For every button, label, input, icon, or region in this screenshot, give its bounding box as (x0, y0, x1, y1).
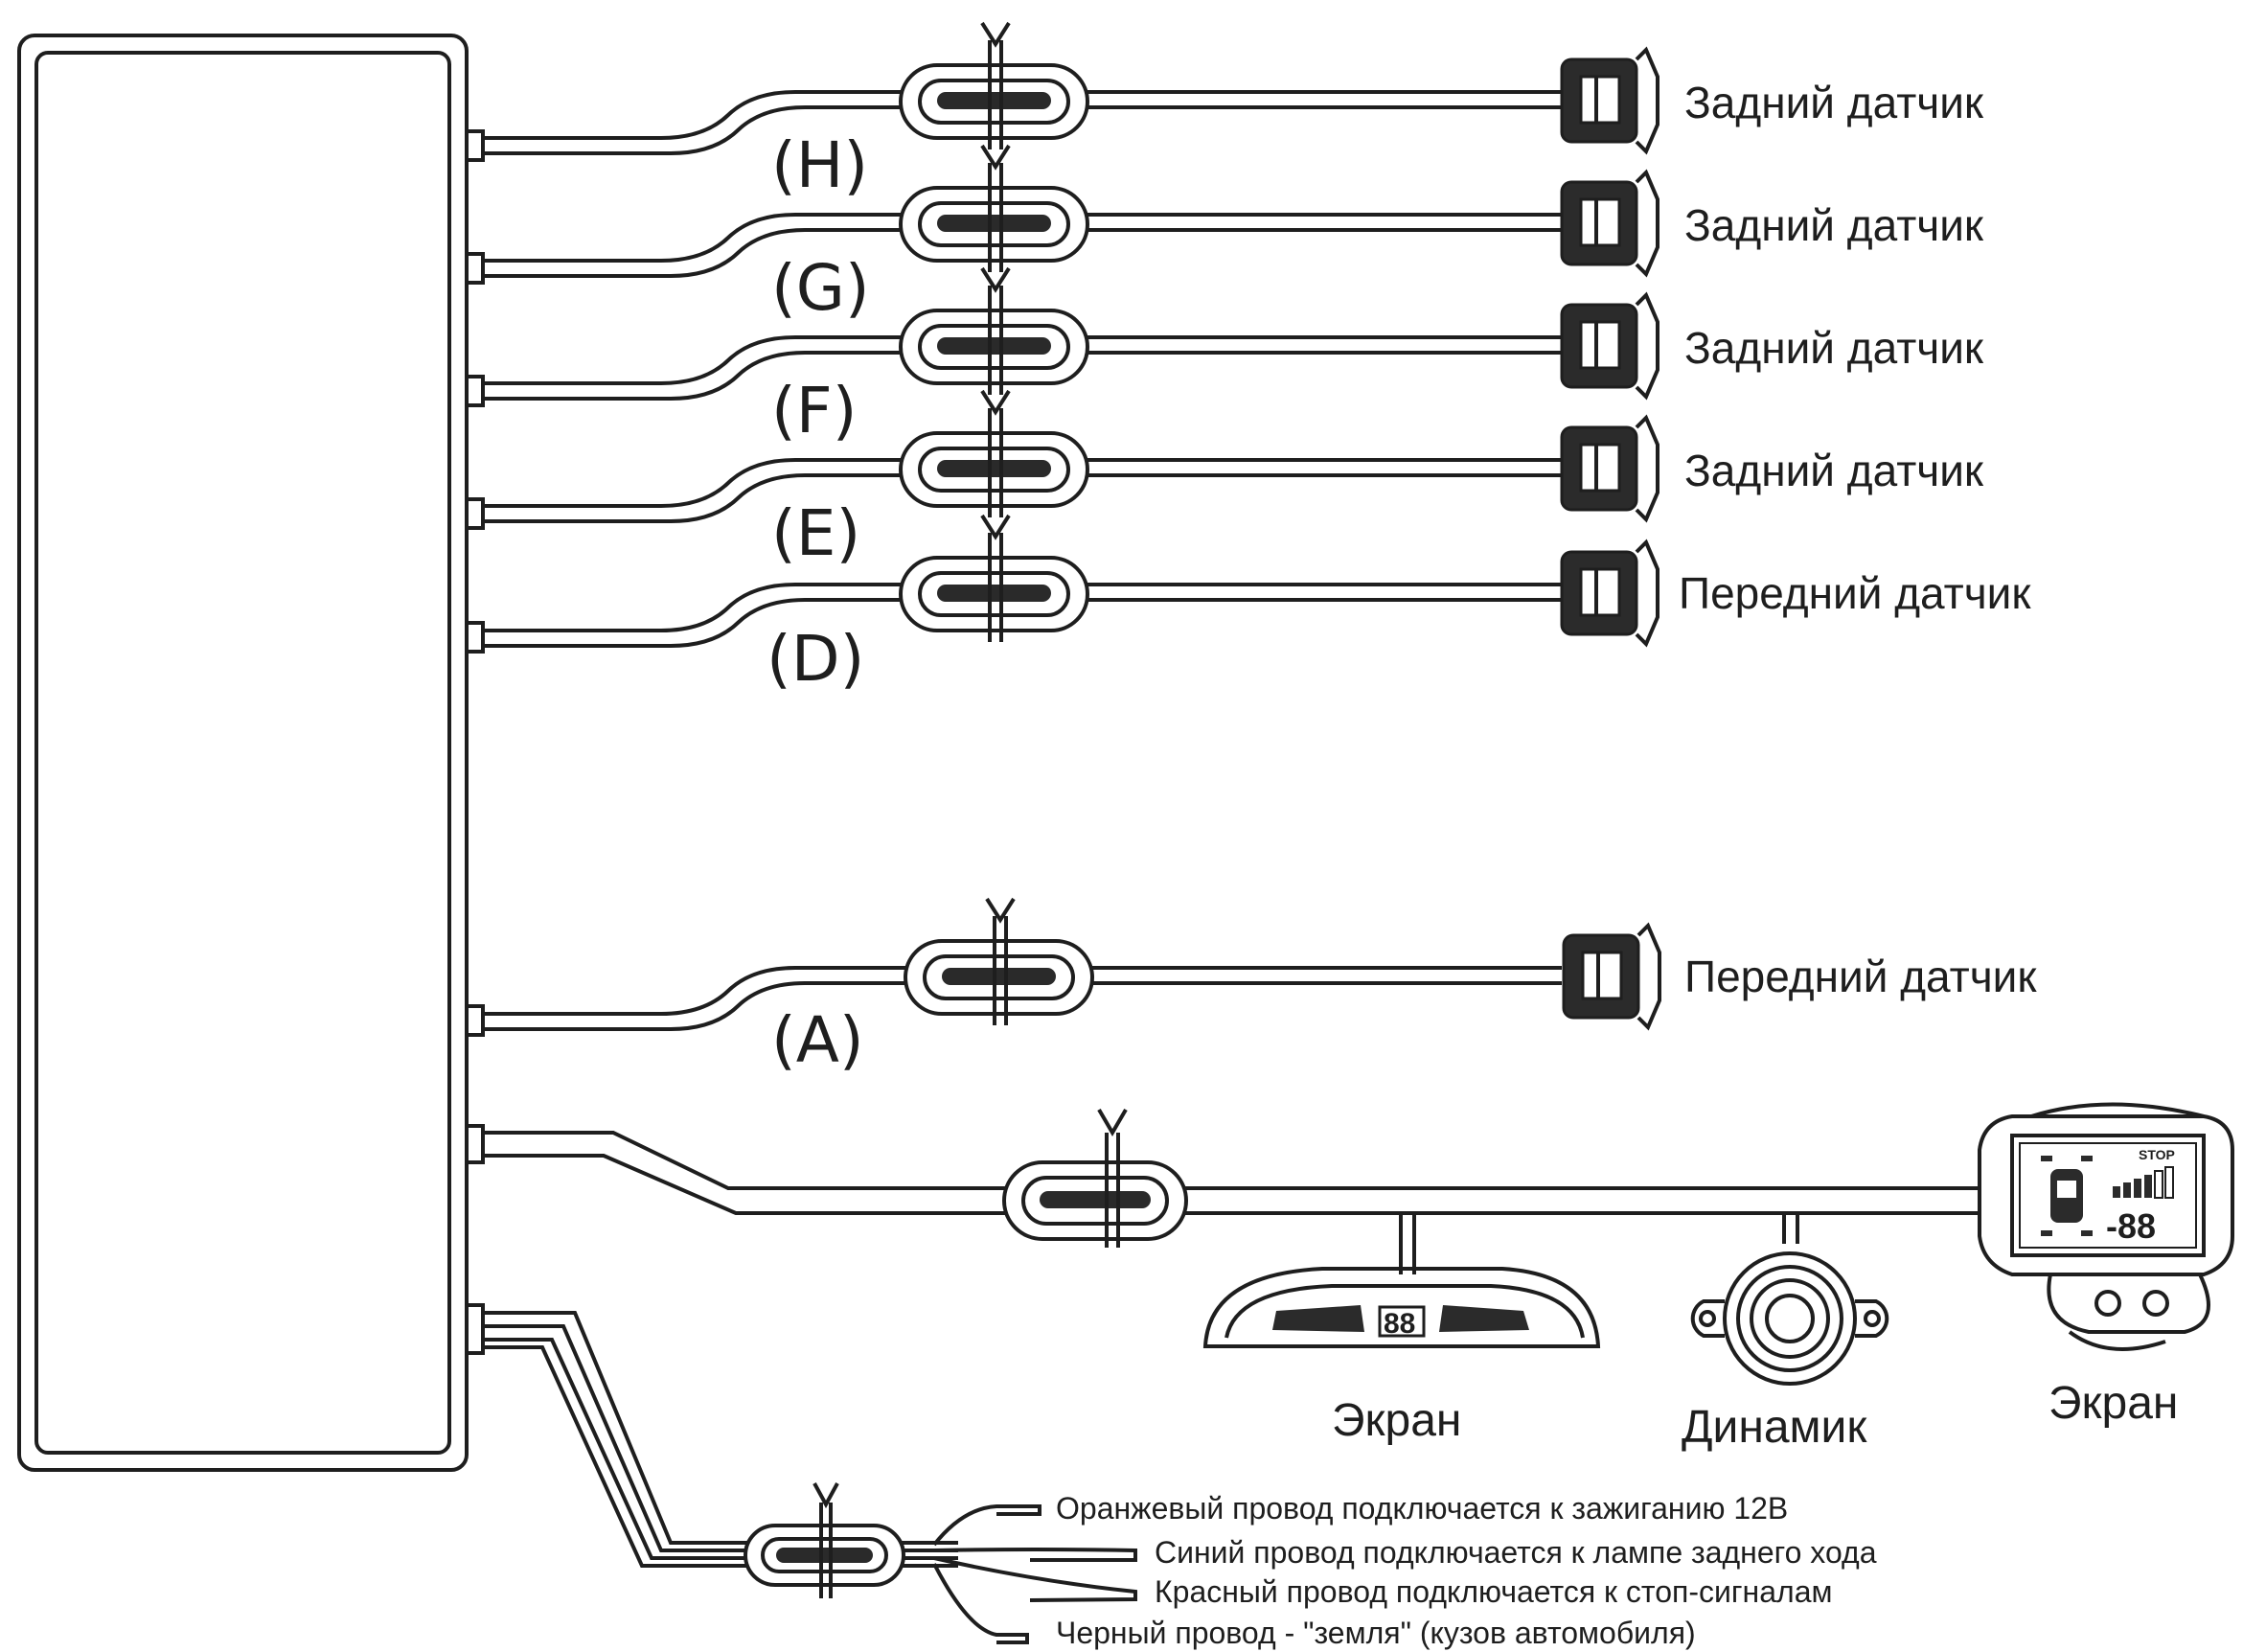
bar-display-digits: 88 (1384, 1308, 1415, 1340)
power-harness: Оранжевый провод подключается к зажигани… (465, 1303, 1877, 1650)
grommet (744, 1482, 905, 1598)
power-wire-label-red: Красный провод подключается к стоп-сигна… (1155, 1574, 1832, 1609)
channel-A: (A) Передний датчик (465, 897, 2037, 1077)
channel-label: (H) (771, 128, 868, 202)
lcd-display: STOP -88 (1978, 1102, 2234, 1351)
control-unit (17, 34, 469, 1472)
lcd-display-label: Экран (2048, 1378, 2178, 1429)
channel-E: (E) Задний датчик (465, 389, 1984, 570)
sensor-label: Задний датчик (1684, 323, 1984, 373)
channel-H: (H) Задний датчик (465, 21, 1984, 202)
grommet (1002, 1108, 1188, 1248)
grommet (904, 897, 1094, 1025)
grommet (899, 514, 1089, 642)
channel-label: (D) (767, 622, 864, 696)
grommet (899, 21, 1089, 149)
ultrasonic-sensor (1560, 169, 1659, 278)
bar-display: 88 (1202, 1267, 1601, 1348)
power-wire-label-blue: Синий провод подключается к лампе заднег… (1155, 1535, 1877, 1570)
channel-F: (F) Задний датчик (465, 266, 1984, 447)
speaker-label: Динамик (1682, 1402, 1867, 1453)
ultrasonic-sensor (1560, 414, 1659, 523)
power-wire-label-orange: Оранжевый провод подключается к зажигани… (1056, 1491, 1788, 1526)
ultrasonic-sensor (1560, 539, 1659, 648)
channel-label: (F) (771, 374, 857, 447)
bar-display-label: Экран (1332, 1395, 1461, 1446)
speaker (1690, 1251, 1889, 1386)
lcd-digits: -88 (2106, 1206, 2156, 1246)
sensor-label: Передний датчик (1684, 952, 2037, 1001)
display-cable (465, 1108, 1980, 1274)
ultrasonic-sensor (1560, 291, 1659, 401)
sensor-label: Задний датчик (1684, 446, 1984, 495)
ultrasonic-sensor (1562, 922, 1661, 1031)
sensor-label: Задний датчик (1684, 200, 1984, 250)
channel-label: (E) (771, 496, 860, 570)
grommet (899, 144, 1089, 272)
grommet (899, 266, 1089, 395)
sensor-label: Задний датчик (1684, 78, 1984, 127)
channel-label: (G) (771, 251, 870, 325)
lcd-stop-text: STOP (2139, 1147, 2175, 1162)
sensor-label: Передний датчик (1679, 568, 2031, 618)
ultrasonic-sensor (1560, 46, 1659, 155)
channel-D: (D) Передний датчик (465, 514, 2031, 696)
channel-G: (G) Задний датчик (465, 144, 1984, 325)
power-wire-label-black: Черный провод - "земля" (кузов автомобил… (1056, 1616, 1696, 1650)
grommet (899, 389, 1089, 517)
channel-label: (A) (771, 1003, 864, 1077)
